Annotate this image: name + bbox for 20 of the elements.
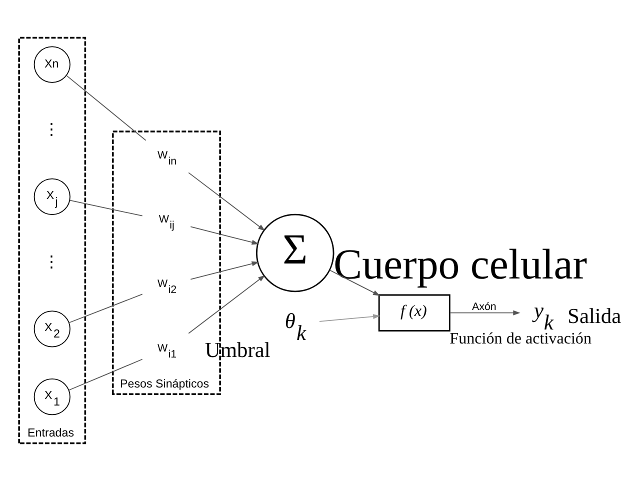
arrow <box>190 226 259 244</box>
arrow <box>329 269 380 296</box>
arrow <box>188 172 266 230</box>
node-box: f (x) <box>378 294 450 331</box>
connector <box>68 293 143 323</box>
arrow <box>449 310 520 315</box>
edge-label: Axón <box>472 300 496 312</box>
node-circle: Xn <box>34 46 70 82</box>
arrow <box>190 260 259 280</box>
node-label: Salida <box>568 303 622 328</box>
arrow <box>188 274 266 334</box>
connector <box>66 74 146 140</box>
node-label: Cuerpo celular <box>334 240 588 288</box>
arrow <box>319 314 380 322</box>
connector <box>68 358 143 390</box>
node-label: Función de activación <box>450 330 592 348</box>
connector <box>69 199 143 216</box>
label: ⋮ <box>44 120 60 138</box>
label: ⋮ <box>44 252 60 270</box>
node-label: Umbral <box>204 337 270 362</box>
